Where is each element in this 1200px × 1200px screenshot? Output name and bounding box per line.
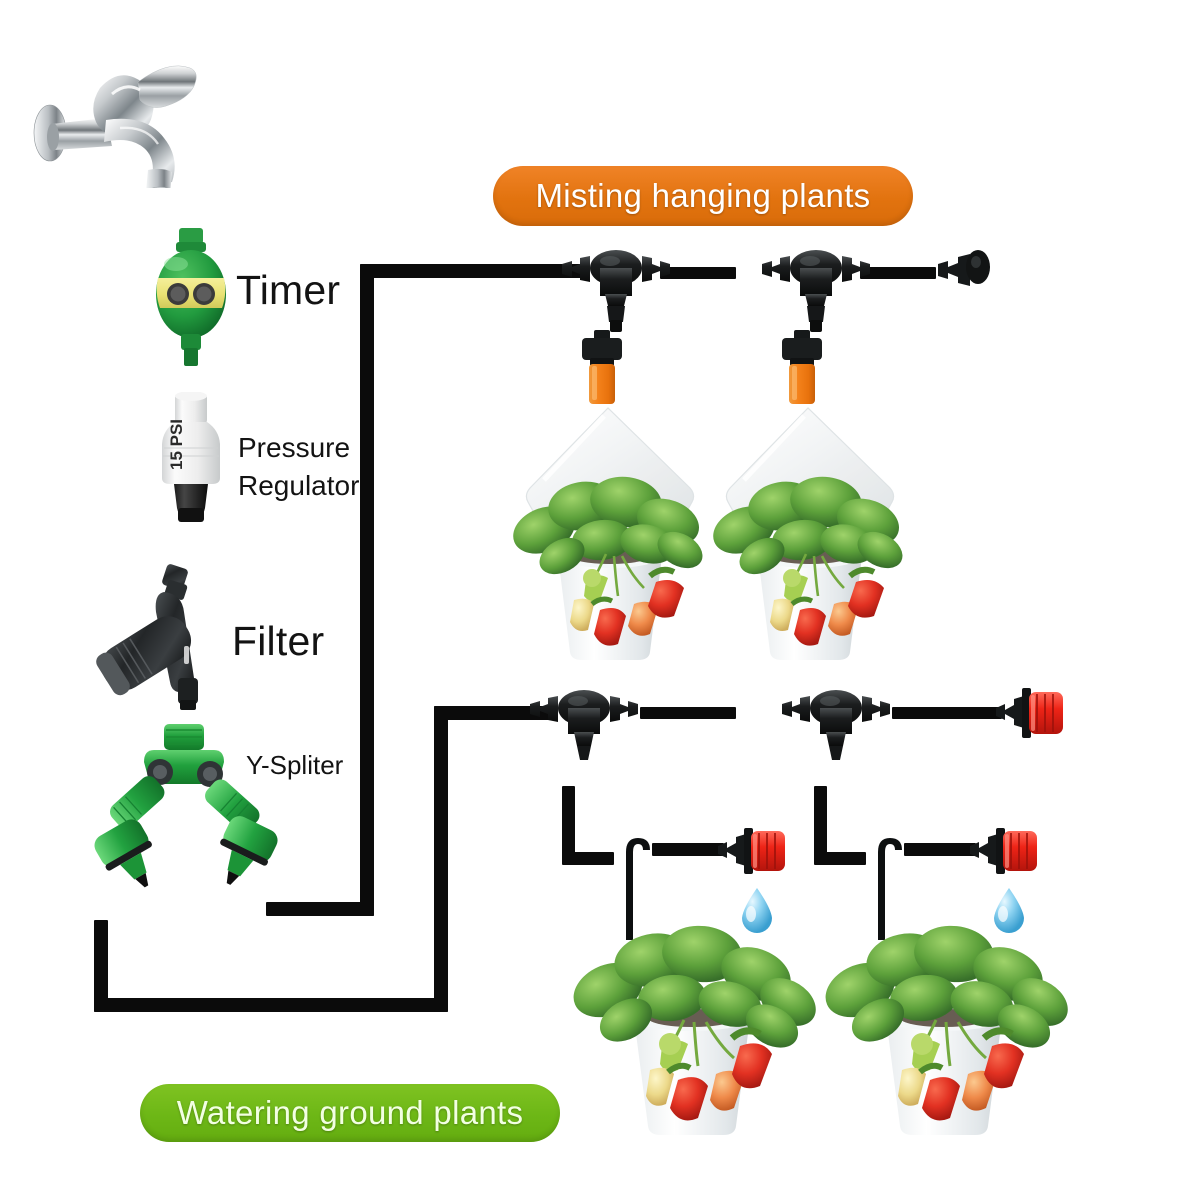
pipe-misting-horizontal-top <box>360 264 590 278</box>
timer-icon <box>150 226 232 368</box>
watering-droptube-horizontal-1 <box>562 852 614 865</box>
filter-label: Filter <box>232 618 325 664</box>
tee-connector-watering-2 <box>780 688 892 774</box>
watering-tube-1 <box>640 707 736 719</box>
misting-nozzle-1 <box>576 330 628 406</box>
end-plug-icon <box>936 250 992 290</box>
ground-plant-2 <box>818 898 1078 1148</box>
water-drop-1 <box>736 886 778 938</box>
dripper-tube-2 <box>904 843 976 856</box>
watering-banner-label: Watering ground plants <box>176 1094 524 1131</box>
watering-banner: Watering ground plants <box>140 1084 560 1142</box>
misting-tube-2 <box>860 267 936 279</box>
pressure-regulator-label-line1: Pressure <box>238 432 351 463</box>
misting-nozzle-2 <box>776 330 828 406</box>
watering-droptube-vertical-1 <box>562 786 575 864</box>
tee-connector-watering-1 <box>528 688 640 774</box>
pipe-watering-horizontal-top <box>434 706 550 720</box>
hanging-plant-1 <box>496 404 724 672</box>
water-drop-2 <box>988 886 1030 938</box>
dripper-tube-1 <box>652 843 724 856</box>
timer-label: Timer <box>236 267 341 313</box>
pressure-regulator-label-line2: Regulator <box>238 470 360 501</box>
misting-banner: Misting hanging plants <box>493 166 913 226</box>
faucet-icon <box>20 28 210 198</box>
watering-droptube-vertical-2 <box>814 786 827 864</box>
y-splitter-label: Y-Spliter <box>246 750 344 780</box>
y-splitter-icon <box>88 722 298 892</box>
pipe-misting-bottom-stub <box>266 902 374 916</box>
pipe-misting-vertical <box>360 264 374 916</box>
pipe-watering-horizontal-bottom <box>94 998 448 1012</box>
watering-droptube-horizontal-2 <box>814 852 866 865</box>
pressure-regulator-icon: 15 PSI <box>148 391 234 524</box>
tee-connector-misting-2 <box>760 248 872 334</box>
pipe-watering-vertical-right <box>434 706 448 1012</box>
tee-connector-misting-1 <box>560 248 672 334</box>
adjustable-dripper-1 <box>718 824 788 878</box>
misting-tube-1 <box>660 267 736 279</box>
ground-plant-1 <box>566 898 826 1148</box>
adjustable-dripper-2 <box>970 824 1040 878</box>
svg-text:15 PSI: 15 PSI <box>167 419 186 470</box>
hanging-plant-2 <box>696 404 924 672</box>
pipe-watering-vertical-left <box>94 920 108 1012</box>
misting-banner-label: Misting hanging plants <box>535 177 871 214</box>
filter-icon <box>92 560 242 710</box>
support-stake-1 <box>620 834 652 946</box>
watering-tube-2 <box>892 707 1002 719</box>
support-stake-2 <box>872 834 904 946</box>
adjustable-dripper-end <box>996 686 1066 740</box>
